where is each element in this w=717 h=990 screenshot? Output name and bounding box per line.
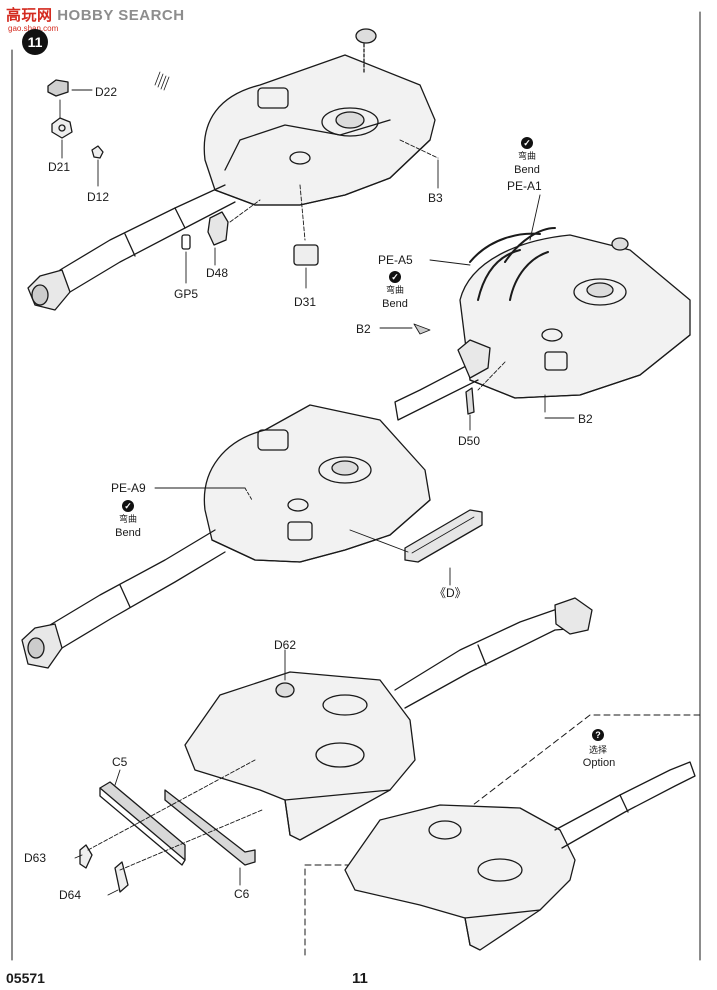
label-pe-a1: PE-A1 <box>507 179 542 193</box>
bend-cn-label: 弯曲 <box>385 285 404 295</box>
watermark: 高玩网 HOBBY SEARCH <box>6 4 185 25</box>
part-d12 <box>91 145 104 159</box>
bend-en-label: Bend <box>514 164 540 176</box>
label-d21: D21 <box>48 160 71 174</box>
part-d64 <box>114 861 129 893</box>
turret-view-3 <box>21 404 431 669</box>
bend-icon: ✓ <box>389 271 401 283</box>
label-d12: D12 <box>87 190 110 204</box>
watermark-cn: 高玩网 <box>6 7 53 24</box>
option-cn-label: 选择 <box>588 745 607 755</box>
turret-view-1 <box>27 54 436 311</box>
option-icon: ? <box>592 729 604 741</box>
step-number-badge: 11 <box>22 29 48 55</box>
label-c5: C5 <box>112 755 128 769</box>
page-number: 11 <box>352 970 368 987</box>
label-gp5: GP5 <box>174 287 199 301</box>
label-b2-right: B2 <box>578 412 593 426</box>
part-d63 <box>79 844 93 869</box>
option-en-label: Option <box>582 757 616 769</box>
watermark-url: gao.shan.com <box>8 22 58 36</box>
label-d31: D31 <box>294 295 317 309</box>
part-gp5 <box>181 234 191 250</box>
turret-view-4 <box>184 597 593 841</box>
label-d62: D62 <box>274 638 297 652</box>
part-d62 <box>275 682 295 698</box>
label-pe-a5: PE-A5 <box>378 253 413 267</box>
bend-cn-label: 弯曲 <box>517 151 536 161</box>
part-d21 <box>51 117 73 139</box>
part-d-storage-box <box>404 509 483 563</box>
watermark-en: HOBBY SEARCH <box>57 7 185 24</box>
kit-part-number: 05571 <box>6 970 45 986</box>
label-d50: D50 <box>458 434 481 448</box>
bend-en-label: Bend <box>382 298 408 310</box>
label-pe-a9: PE-A9 <box>111 481 146 495</box>
part-d22 <box>47 79 69 97</box>
label-b3: B3 <box>428 191 443 205</box>
label-c6: C6 <box>234 887 250 901</box>
part-d50 <box>465 387 475 415</box>
part-c6-mesh <box>164 789 256 866</box>
part-c5-mesh <box>99 781 186 866</box>
bend-icon: ✓ <box>122 500 134 512</box>
turret-view-option <box>344 761 696 951</box>
bend-icon: ✓ <box>521 137 533 149</box>
turret-view-2 <box>394 227 691 421</box>
part-cupola-top <box>355 28 377 73</box>
label-d48: D48 <box>206 266 229 280</box>
bend-en-label: Bend <box>115 527 141 539</box>
label-d64: D64 <box>59 888 82 902</box>
part-d48 <box>207 211 229 246</box>
label-d-group: 《D》 <box>434 586 467 600</box>
part-d31 <box>293 244 319 266</box>
bend-cn-label: 弯曲 <box>118 514 137 524</box>
label-d63: D63 <box>24 851 47 865</box>
label-b2-left: B2 <box>356 322 371 336</box>
label-d22: D22 <box>95 85 118 99</box>
